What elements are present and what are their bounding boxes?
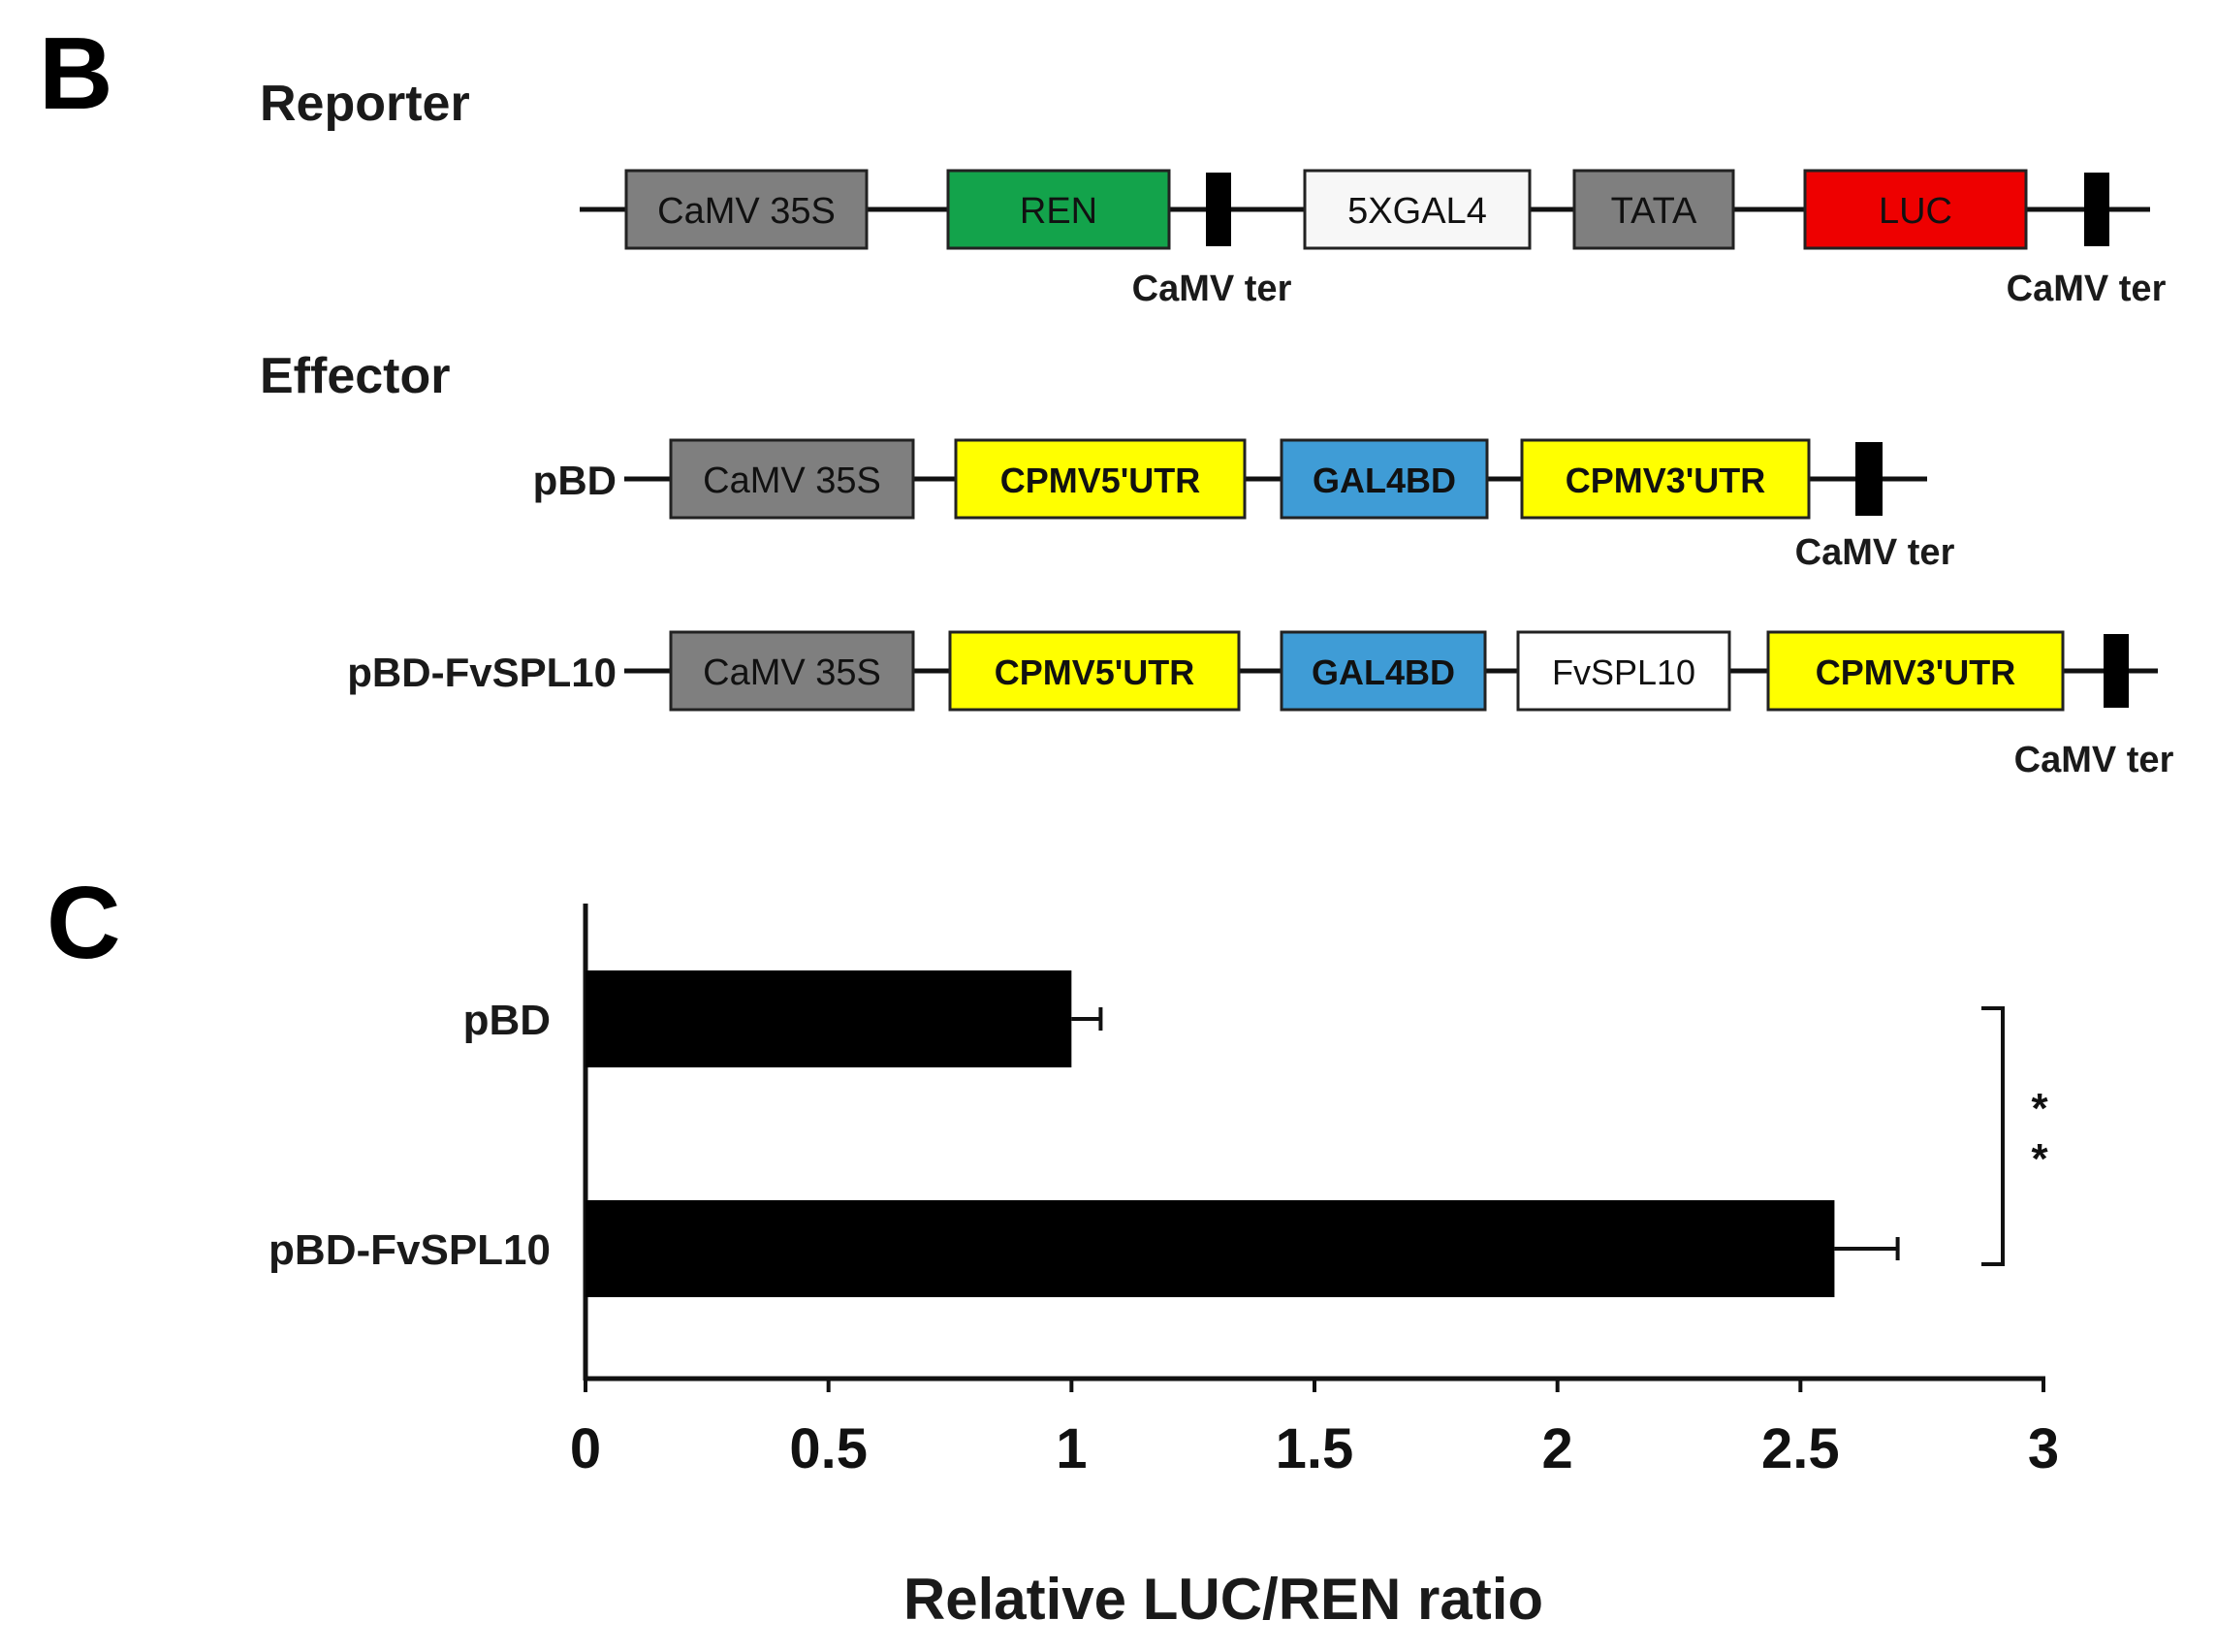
terminator-label: CaMV ter bbox=[1132, 269, 1292, 309]
construct-box: GAL4BD bbox=[1280, 630, 1487, 712]
bar-chart: 0 0.5 1 1.5 2 2.5 3 pBD pBD-FvSPL10 ** Relative LU… bbox=[269, 904, 2059, 1632]
terminator-label: CaMV ter bbox=[1795, 532, 1955, 573]
construct-box-label: GAL4BD bbox=[1313, 461, 1456, 500]
terminator-block bbox=[1206, 173, 1231, 246]
x-tick-label: 2 bbox=[1542, 1417, 1573, 1480]
terminator-block bbox=[1855, 442, 1883, 516]
construct-box-label: CaMV 35S bbox=[703, 652, 881, 693]
reporter-box: TATA bbox=[1572, 169, 1735, 250]
panel-c-label: C bbox=[47, 866, 121, 980]
category-label: pBD-FvSPL10 bbox=[269, 1226, 551, 1274]
terminator-label: CaMV ter bbox=[2007, 269, 2167, 309]
bar bbox=[586, 1200, 1835, 1297]
x-tick-label: 0.5 bbox=[789, 1417, 868, 1480]
terminator-block bbox=[2084, 173, 2109, 246]
reporter-box-label: REN bbox=[1020, 191, 1097, 232]
construct-box-label: GAL4BD bbox=[1312, 652, 1455, 692]
significance-marker: * bbox=[2031, 1135, 2048, 1183]
construct-box: FvSPL10 bbox=[1516, 630, 1731, 712]
reporter-box: CaMV 35S bbox=[624, 169, 869, 250]
x-axis-title: Relative LUC/REN ratio bbox=[903, 1567, 1543, 1632]
reporter-box: LUC bbox=[1803, 169, 2028, 250]
bar bbox=[586, 970, 1072, 1067]
effector-construct-pbd: CaMV 35S CPMV5'UTR GAL4BD CPMV3'UTR CaMV… bbox=[624, 438, 1955, 573]
reporter-box-label: 5XGAL4 bbox=[1347, 191, 1487, 232]
terminator-block bbox=[2104, 634, 2129, 708]
construct-name-pbd-fvspl10: pBD-FvSPL10 bbox=[347, 650, 617, 695]
x-tick-label: 3 bbox=[2028, 1417, 2059, 1480]
significance-bracket bbox=[1981, 1006, 2005, 1266]
x-tick-label: 1.5 bbox=[1276, 1417, 1354, 1480]
construct-box: CPMV5'UTR bbox=[948, 630, 1241, 712]
x-tick-label: 2.5 bbox=[1761, 1417, 1840, 1480]
effector-heading: Effector bbox=[260, 348, 450, 404]
construct-box: CPMV3'UTR bbox=[1520, 438, 1811, 520]
construct-box: CPMV3'UTR bbox=[1766, 630, 2065, 712]
construct-box-label: CPMV3'UTR bbox=[1816, 652, 2016, 692]
x-tick-label: 1 bbox=[1056, 1417, 1087, 1480]
effector-construct-pbd-fvspl10: CaMV 35S CPMV5'UTR GAL4BD FvSPL10 CPMV3'… bbox=[624, 630, 2174, 780]
significance-marker: * bbox=[2031, 1085, 2048, 1132]
construct-box-label: CPMV5'UTR bbox=[1000, 461, 1201, 500]
construct-box: CaMV 35S bbox=[669, 438, 915, 520]
construct-name-pbd: pBD bbox=[533, 458, 617, 503]
reporter-box-label: TATA bbox=[1611, 191, 1697, 232]
construct-box-label: FvSPL10 bbox=[1552, 652, 1695, 692]
construct-box: GAL4BD bbox=[1280, 438, 1489, 520]
construct-box: CPMV5'UTR bbox=[954, 438, 1247, 520]
reporter-box: REN bbox=[946, 169, 1171, 250]
construct-box-label: CPMV5'UTR bbox=[995, 652, 1195, 692]
reporter-box: 5XGAL4 bbox=[1303, 169, 1532, 250]
category-label: pBD bbox=[463, 997, 551, 1044]
construct-box: CaMV 35S bbox=[669, 630, 915, 712]
reporter-box-label: LUC bbox=[1879, 191, 1952, 232]
panel-b-label: B bbox=[39, 16, 113, 131]
reporter-box-label: CaMV 35S bbox=[657, 191, 836, 232]
terminator-label: CaMV ter bbox=[2014, 740, 2174, 780]
reporter-construct: CaMV 35S REN CaMV ter 5XGAL4 TATA LUC Ca… bbox=[580, 169, 2167, 309]
construct-box-label: CaMV 35S bbox=[703, 461, 881, 501]
construct-box-label: CPMV3'UTR bbox=[1566, 461, 1766, 500]
x-tick-label: 0 bbox=[570, 1417, 601, 1480]
reporter-heading: Reporter bbox=[260, 76, 470, 132]
